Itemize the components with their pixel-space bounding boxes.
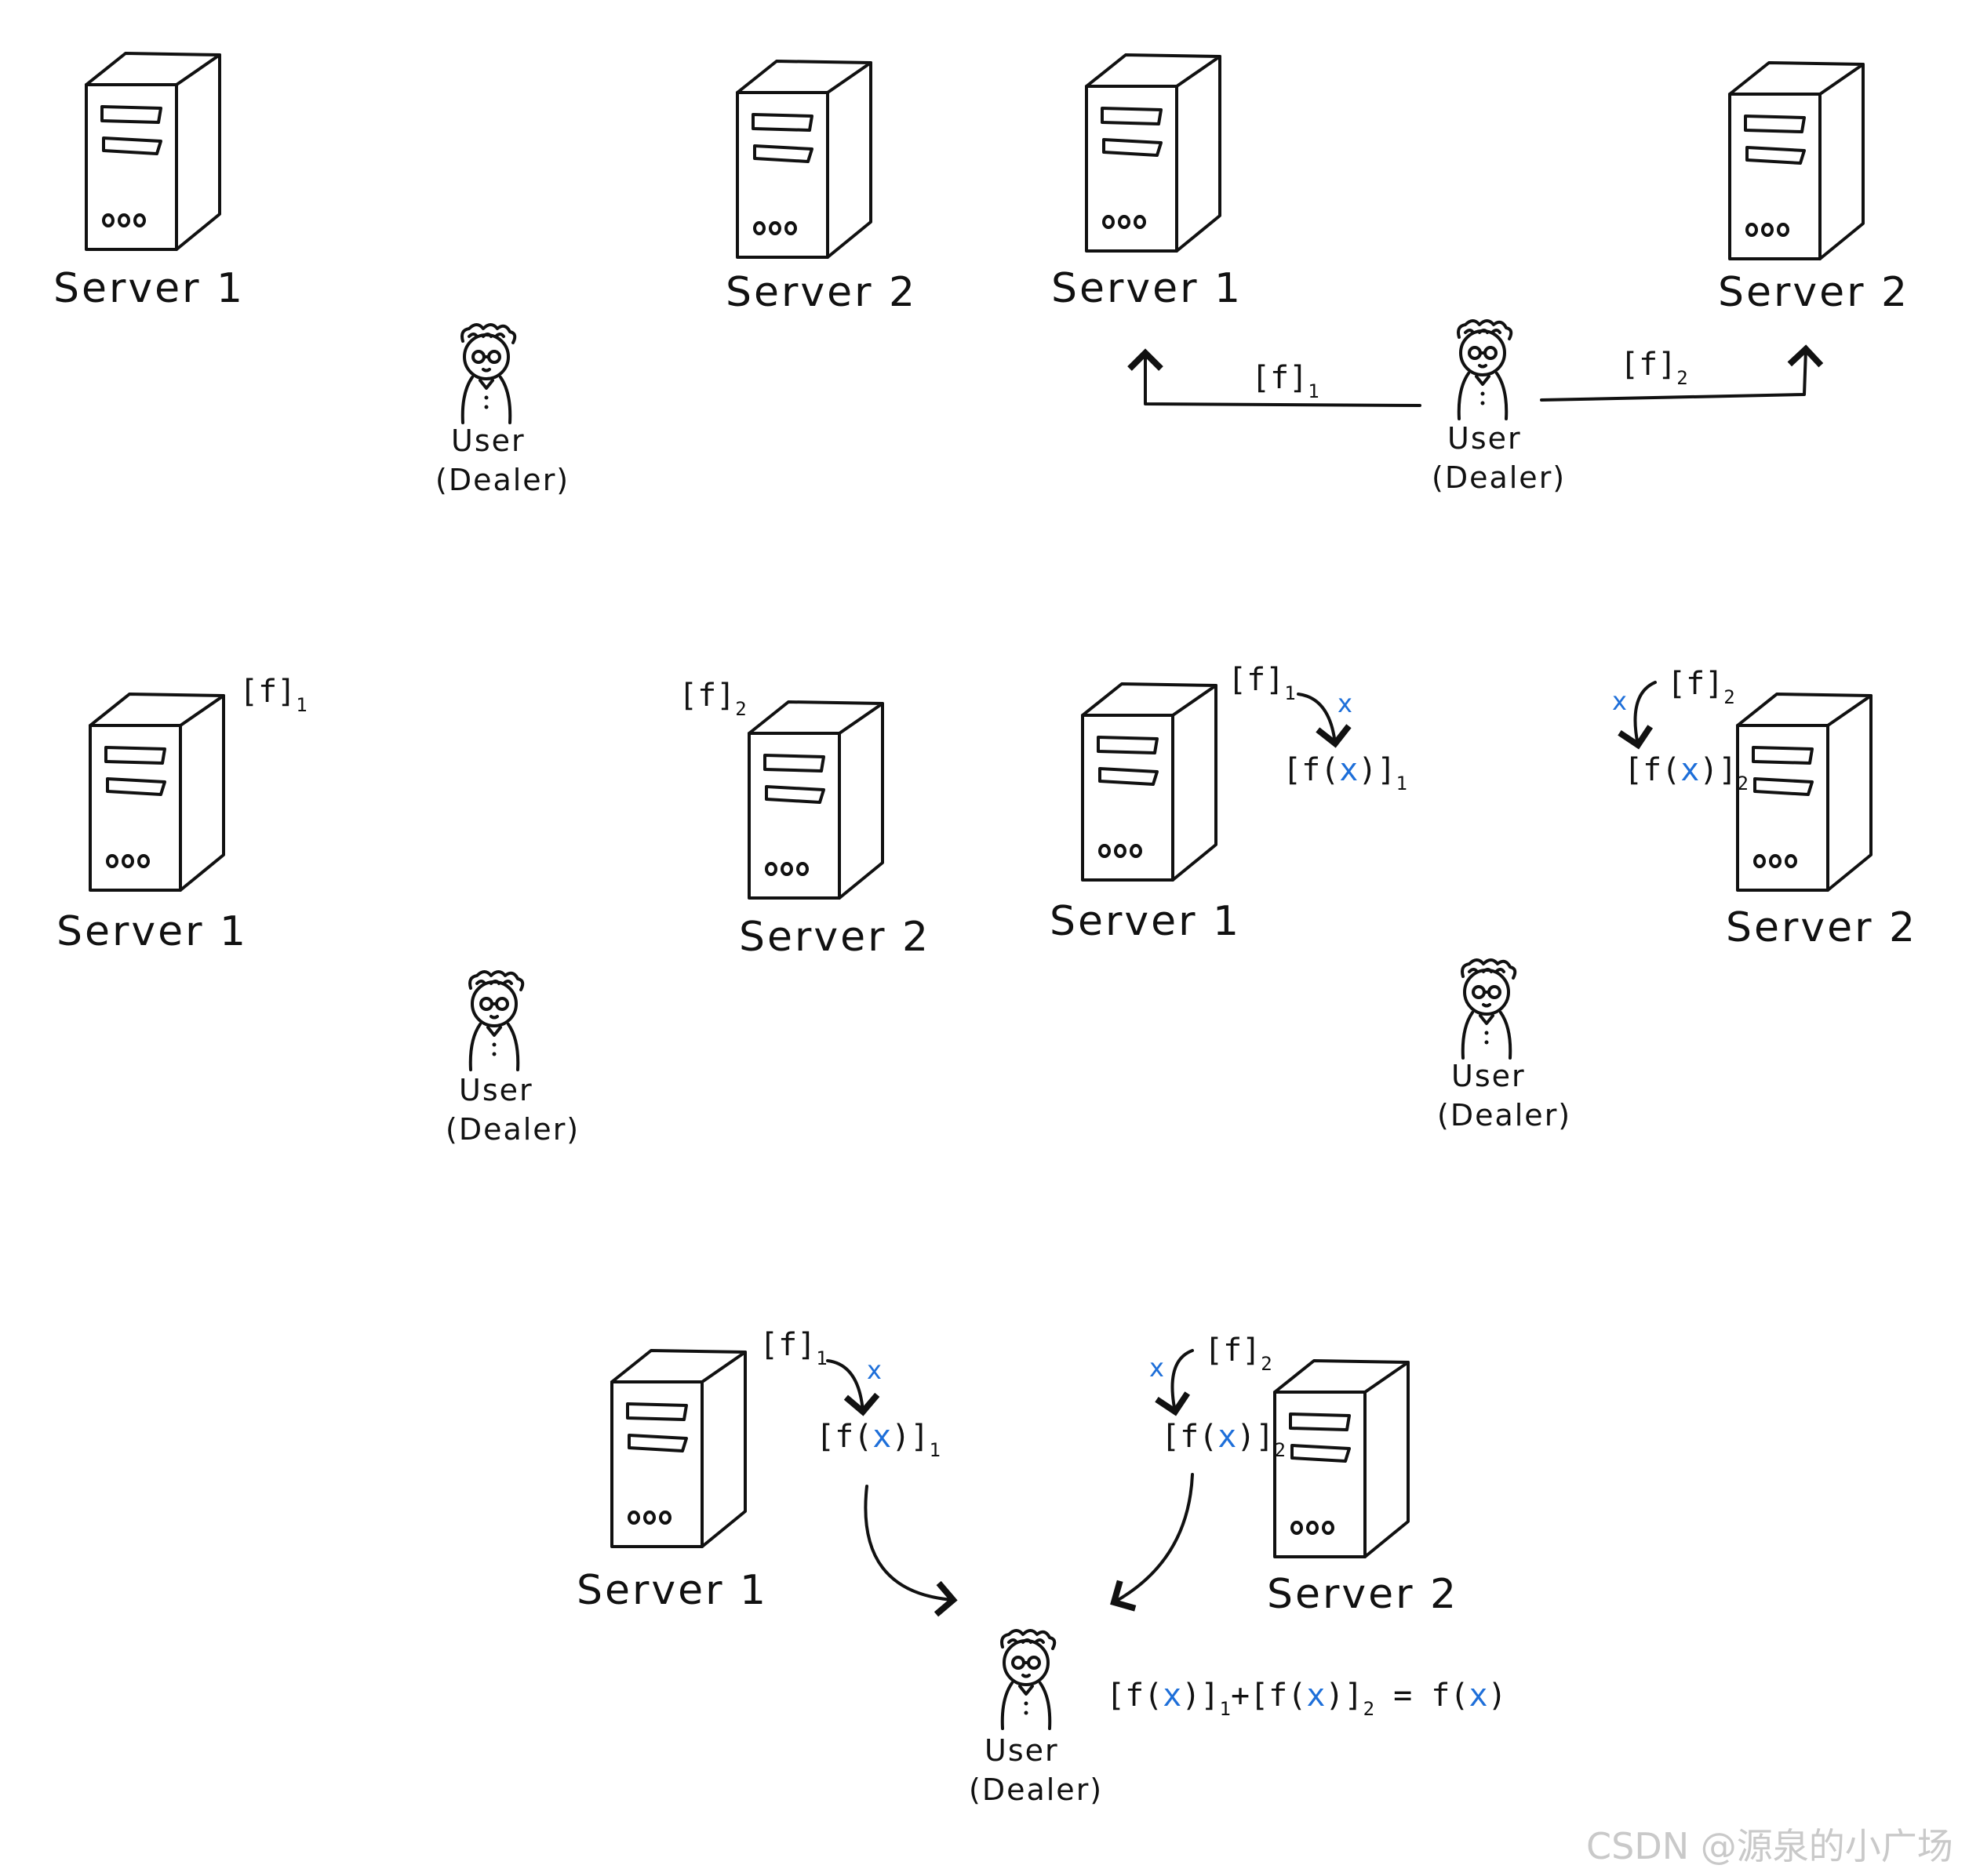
dealer-label: (Dealer) — [969, 1772, 1103, 1807]
share-fx1: [f(x)]1 — [1283, 752, 1407, 794]
user-dealer-icon — [1457, 319, 1513, 420]
user-dealer-icon — [1461, 958, 1517, 1060]
svg-text:[f]2: [f]2 — [1204, 1332, 1272, 1375]
user-label: User — [459, 1073, 533, 1107]
server-2-icon — [736, 60, 872, 259]
server-2-label: Server 2 — [1267, 1571, 1458, 1618]
share-f2: [f]2 — [1667, 666, 1735, 708]
dealer-label: (Dealer) — [1437, 1098, 1571, 1133]
svg-text:[f]1: [f]1 — [1228, 662, 1296, 704]
watermark: CSDN @源泉的小广场 — [1586, 1825, 1953, 1867]
share-fx2: [f(x)]2 — [1161, 1419, 1286, 1461]
share-f1: [f]1 — [239, 674, 308, 716]
server-1-label: Server 1 — [53, 265, 245, 312]
input-x-marker: x — [1149, 1353, 1164, 1383]
share-fx1: [f(x)]1 — [816, 1419, 941, 1461]
server-2-label: Server 2 — [1718, 269, 1909, 316]
evaluate-arrow — [826, 1359, 880, 1416]
svg-text:[f]1: [f]1 — [1251, 360, 1319, 402]
evaluate-arrow — [1297, 693, 1352, 748]
input-x-marker: x — [867, 1355, 882, 1385]
return-fx2-arrow — [1110, 1473, 1194, 1612]
input-x-marker: x — [1338, 689, 1352, 718]
share-f1: [f]1 — [759, 1327, 828, 1369]
server-2-icon — [1273, 1359, 1410, 1558]
share-fx2: [f(x)]2 — [1624, 752, 1749, 794]
server-1-icon — [1085, 53, 1221, 253]
svg-text:[f(x)]2: [f(x)]2 — [1624, 752, 1749, 794]
user-dealer-icon — [460, 323, 517, 424]
share-f2: [f]2 — [1620, 347, 1688, 389]
svg-text:[f]2: [f]2 — [1620, 347, 1688, 389]
server-1-label: Server 1 — [1051, 265, 1243, 312]
share-f2: [f]2 — [1204, 1332, 1272, 1375]
return-fx1-arrow — [864, 1485, 958, 1617]
evaluate-arrow — [1618, 681, 1657, 750]
svg-text:[f]2: [f]2 — [679, 678, 747, 720]
server-1-icon — [1081, 682, 1217, 882]
svg-text:[f]1: [f]1 — [239, 674, 308, 716]
user-label: User — [1451, 1059, 1526, 1093]
server-1-icon — [85, 52, 221, 251]
user-label: User — [451, 424, 526, 458]
input-x-marker: x — [1612, 686, 1627, 716]
dealer-label: (Dealer) — [1432, 460, 1566, 495]
server-1-icon — [89, 693, 225, 892]
server-2-icon — [1736, 693, 1873, 892]
share-f1: [f]1 — [1251, 360, 1319, 402]
send-share-1-arrow — [1127, 348, 1421, 407]
share-f2: [f]2 — [679, 678, 747, 720]
evaluate-arrow — [1155, 1349, 1194, 1416]
share-f1: [f]1 — [1228, 662, 1296, 704]
svg-text:[f(x)]2: [f(x)]2 — [1161, 1419, 1286, 1461]
reconstruction-equation: [f(x)]1+[f(x)]2 = f(x) — [1106, 1678, 1507, 1720]
svg-text:[f(x)]1+[f(x)]2 = f(x): [f(x)]1+[f(x)]2 = f(x) — [1106, 1678, 1507, 1720]
user-label: User — [1447, 421, 1522, 456]
svg-text:[f]2: [f]2 — [1667, 666, 1735, 708]
send-share-2-arrow — [1540, 344, 1824, 402]
server-2-icon — [1728, 61, 1865, 260]
server-1-label: Server 1 — [577, 1567, 768, 1614]
server-2-icon — [748, 700, 884, 900]
user-label: User — [984, 1733, 1059, 1768]
server-1-icon — [610, 1349, 747, 1548]
svg-text:[f(x)]1: [f(x)]1 — [1283, 752, 1407, 794]
user-dealer-icon — [468, 970, 525, 1071]
dealer-label: (Dealer) — [446, 1112, 580, 1147]
server-1-label: Server 1 — [1050, 898, 1241, 945]
server-2-label: Server 2 — [1726, 904, 1917, 951]
server-1-label: Server 1 — [56, 908, 248, 955]
server-2-label: Server 2 — [739, 914, 930, 961]
server-2-label: Server 2 — [726, 269, 917, 316]
svg-text:[f]1: [f]1 — [759, 1327, 828, 1369]
svg-text:[f(x)]1: [f(x)]1 — [816, 1419, 941, 1461]
user-dealer-icon — [1000, 1629, 1057, 1730]
dealer-label: (Dealer) — [435, 463, 570, 497]
